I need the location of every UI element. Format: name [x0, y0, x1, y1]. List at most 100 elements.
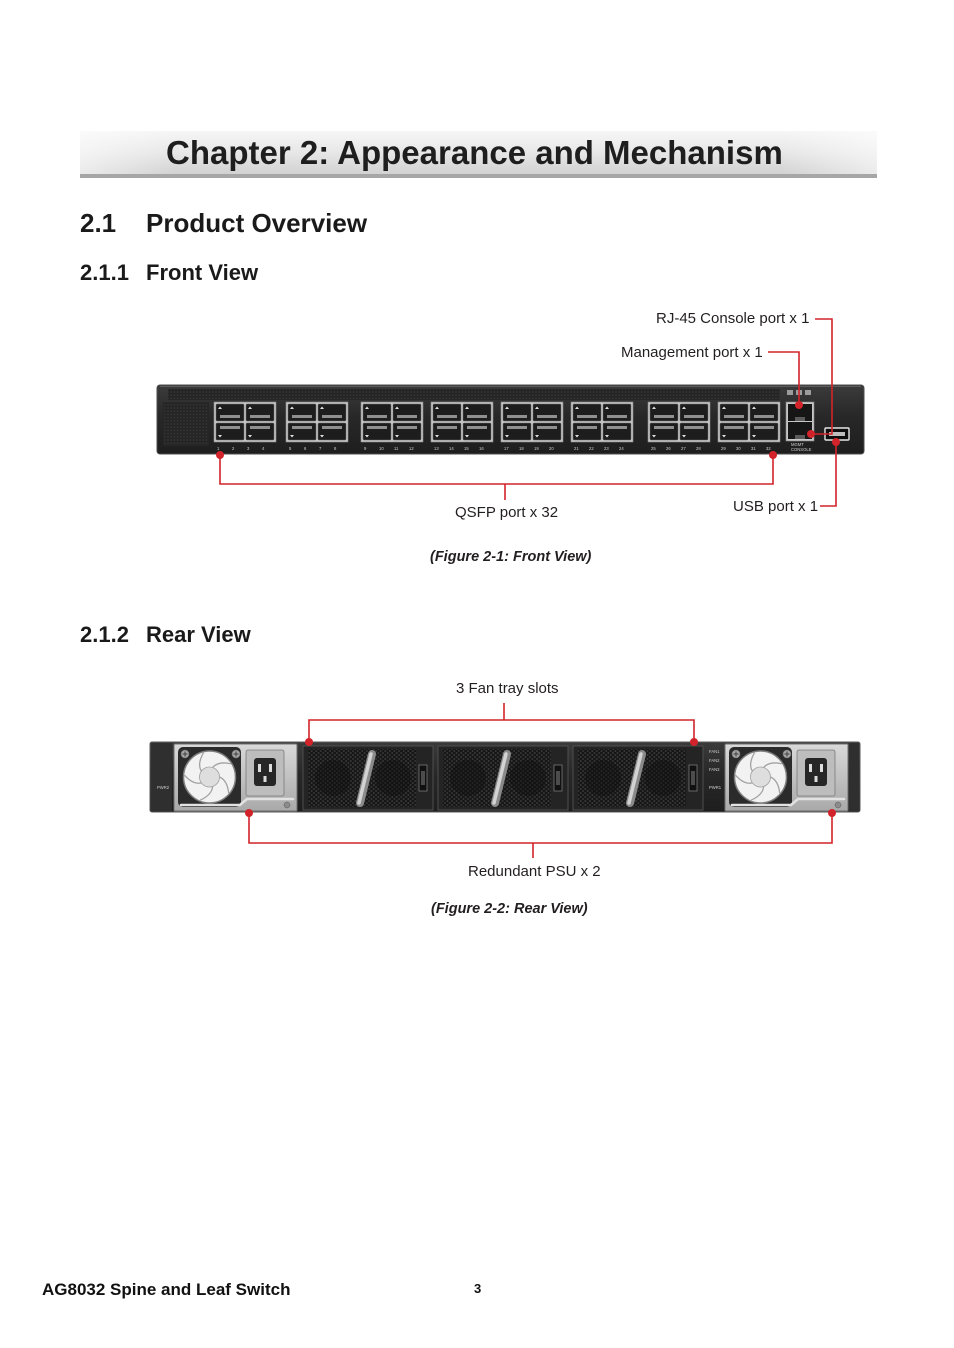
qsfp-port: [749, 403, 779, 422]
qsfp-port-group: [570, 401, 634, 443]
port-status-arrow-icon: [505, 435, 509, 438]
qsfp-port-block: [213, 401, 781, 443]
port-status-arrow-icon: [248, 435, 252, 438]
footer-product-name: AG8032 Spine and Leaf Switch: [42, 1280, 291, 1299]
fan3-label: FAN3: [709, 767, 720, 772]
port-status-arrow-icon: [365, 406, 369, 409]
mgmt-label: MGMT: [791, 442, 804, 447]
qsfp-port: [215, 422, 245, 441]
qsfp-port-latch: [684, 426, 704, 429]
qsfp-port-latch: [437, 426, 457, 429]
port-status-arrow-icon: [218, 406, 222, 409]
port-number-label: 2: [232, 446, 235, 451]
fan-rotor-shadow: [585, 760, 621, 796]
management-port-clip: [795, 417, 805, 421]
qsfp-port-latch: [367, 415, 387, 418]
callout-dot-usb: [832, 438, 840, 446]
callout-label-management-port: Management port x 1: [621, 344, 763, 361]
port-status-arrow-icon: [365, 435, 369, 438]
fan-tray-latch-slot: [421, 771, 425, 785]
callout-dot-fans-right: [690, 738, 698, 746]
port-number-label: 21: [574, 446, 579, 451]
fan-tray: [437, 745, 569, 811]
section-number-product-overview: 2.1: [80, 208, 117, 238]
fan-tray-slots: [302, 745, 704, 811]
port-number-label: 4: [262, 446, 265, 451]
qsfp-port-latch: [292, 426, 312, 429]
qsfp-port-latch: [724, 426, 744, 429]
callout-label-qsfp-ports: QSFP port x 32: [455, 504, 559, 521]
console-port-clip: [795, 435, 805, 439]
qsfp-port-latch: [537, 426, 557, 429]
fan-rotor-shadow: [450, 760, 486, 796]
page-number: 3: [474, 1281, 482, 1296]
port-status-arrow-icon: [682, 435, 686, 438]
qsfp-port: [649, 403, 679, 422]
console-label: CONSOLE: [791, 447, 812, 452]
qsfp-port: [287, 422, 317, 441]
port-status-arrow-icon: [395, 435, 399, 438]
qsfp-port: [317, 422, 347, 441]
qsfp-port: [572, 403, 602, 422]
port-status-arrow-icon: [535, 435, 539, 438]
port-status-arrow-icon: [652, 406, 656, 409]
qsfp-port: [602, 403, 632, 422]
qsfp-port-latch: [607, 426, 627, 429]
psu-thumbscrew: [283, 801, 291, 809]
qsfp-port-latch: [220, 415, 240, 418]
qsfp-port-latch: [654, 415, 674, 418]
qsfp-port-latch: [724, 415, 744, 418]
callout-line-usb: [820, 442, 837, 507]
fan2-label: FAN2: [709, 758, 720, 763]
qsfp-port-latch: [397, 426, 417, 429]
qsfp-port-group: [430, 401, 494, 443]
port-number-label: 25: [651, 446, 656, 451]
port-number-label: 8: [334, 446, 337, 451]
qsfp-port: [392, 422, 422, 441]
ac-pin: [258, 764, 261, 772]
section-title-product-overview: Product Overview: [146, 208, 368, 238]
qsfp-port-latch: [684, 415, 704, 418]
port-status-arrow-icon: [395, 406, 399, 409]
qsfp-port-latch: [654, 426, 674, 429]
usb-port-tongue: [829, 432, 845, 436]
qsfp-port-latch: [507, 415, 527, 418]
chapter-header-band: Chapter 2: Appearance and Mechanism: [80, 131, 877, 178]
qsfp-port: [649, 422, 679, 441]
port-number-label: 9: [364, 446, 367, 451]
port-number-label: 15: [464, 446, 469, 451]
callout-dot-qsfp-left: [216, 451, 224, 459]
callout-label-fan-trays: 3 Fan tray slots: [456, 680, 559, 697]
callout-bracket-fans: [308, 719, 695, 742]
callout-dot-psu-left: [245, 809, 253, 817]
port-status-arrow-icon: [218, 435, 222, 438]
qsfp-port-group: [213, 401, 277, 443]
port-number-label: 12: [409, 446, 414, 451]
port-number-label: 19: [534, 446, 539, 451]
qsfp-port: [572, 422, 602, 441]
psu-fan-hub: [199, 766, 220, 788]
fan-tray-handle-highlight: [357, 752, 373, 805]
qsfp-port: [462, 403, 492, 422]
psu-left: [173, 743, 298, 812]
status-led: [787, 390, 793, 395]
section-number-front-view: 2.1.1: [80, 260, 129, 285]
callout-dot-fans-left: [305, 738, 313, 746]
qsfp-port-latch: [467, 415, 487, 418]
qsfp-port-latch: [537, 415, 557, 418]
qsfp-port: [287, 403, 317, 422]
port-number-label: 17: [504, 446, 509, 451]
port-status-arrow-icon: [752, 406, 756, 409]
qsfp-port: [432, 403, 462, 422]
psu-right: [723, 742, 850, 813]
qsfp-port-latch: [367, 426, 387, 429]
pwr2-label: PWR2: [157, 785, 170, 790]
port-number-label: 27: [681, 446, 686, 451]
port-number-label: 14: [449, 446, 454, 451]
psu-fan-blades: [184, 752, 231, 801]
callout-bracket-psu: [248, 813, 833, 844]
qsfp-port-latch: [250, 415, 270, 418]
psu-handle: [179, 797, 295, 807]
